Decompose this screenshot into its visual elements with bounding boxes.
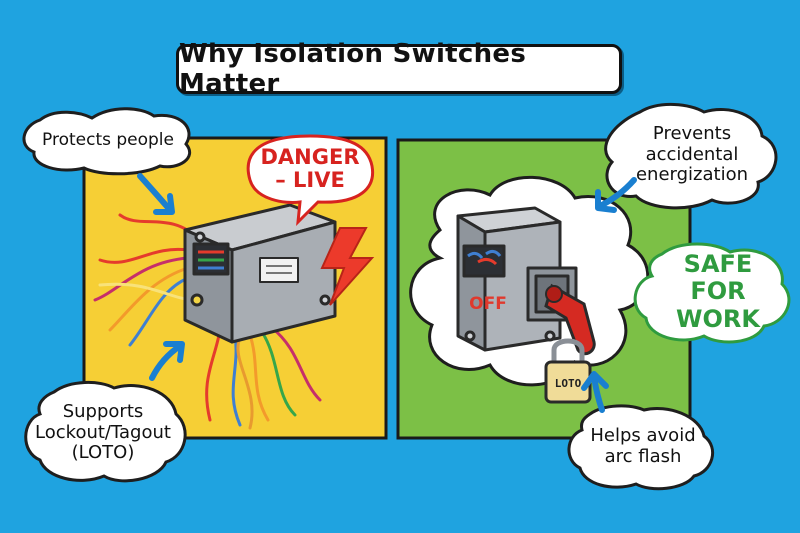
handle-pivot — [545, 285, 563, 303]
lightning-bolt-icon — [320, 227, 375, 306]
callout-cloud-helps — [567, 404, 715, 491]
prevents-energization-label: Prevents accidental energization — [635, 122, 749, 186]
danger-speech-bubble — [246, 134, 375, 227]
switch-handle — [544, 283, 596, 356]
callout-cloud-supports — [24, 380, 187, 483]
callout-cloud-safe — [633, 242, 791, 344]
callout-cloud-prevents — [604, 102, 778, 210]
danger-live-label: DANGER – LIVE — [260, 144, 360, 192]
arrow-icon — [137, 173, 637, 413]
protects-people-label: Protects people — [42, 130, 174, 151]
supports-loto-label: Supports Lockout/Tagout (LOTO) — [35, 400, 171, 464]
safe-for-work-label: SAFE FOR WORK — [676, 249, 760, 333]
switch-off-label: OFF — [469, 294, 507, 315]
page-title: Why Isolation Switches Matter — [176, 39, 622, 99]
callout-cloud-protects — [22, 107, 192, 176]
live-electrical-box — [183, 203, 337, 344]
arc-flash-label: Helps avoid arc flash — [590, 425, 696, 467]
isolation-switch-box — [456, 206, 578, 352]
loto-tag-label: LOTO — [554, 376, 582, 390]
